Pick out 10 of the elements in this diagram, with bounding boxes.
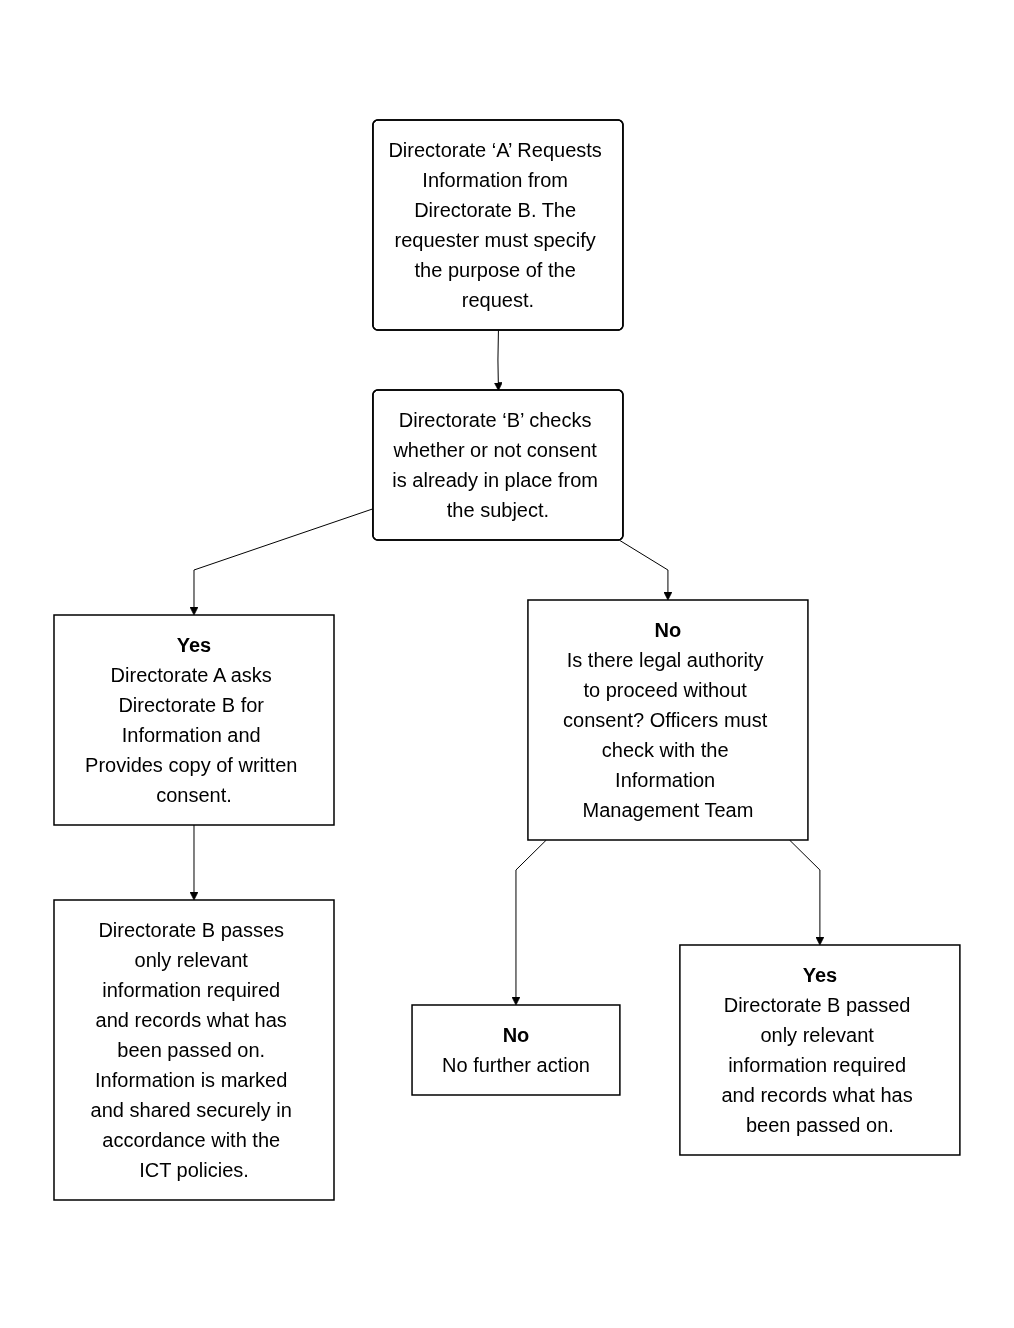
node-box: No No further action: [411, 1004, 621, 1096]
arrow: [511, 839, 547, 1006]
node-box: Yes Directorate B passed only relevant information required and records what has been passed on.: [679, 944, 961, 1156]
arrow: [189, 824, 199, 901]
arrow: [619, 539, 673, 601]
node-box: Yes Directorate A asks Directorate B for Information and Provides copy of written consent.: [53, 614, 335, 826]
node-box: No Is there legal authority to proceed without consent? Officers must check with the Information Management Team: [527, 599, 809, 841]
arrow: [789, 839, 825, 946]
arrow: [493, 330, 503, 391]
node-box: Directorate B passes only relevant information required and records what has been passed on. Information is marked and shared securely in accordance with the ICT policies.: [53, 899, 335, 1201]
